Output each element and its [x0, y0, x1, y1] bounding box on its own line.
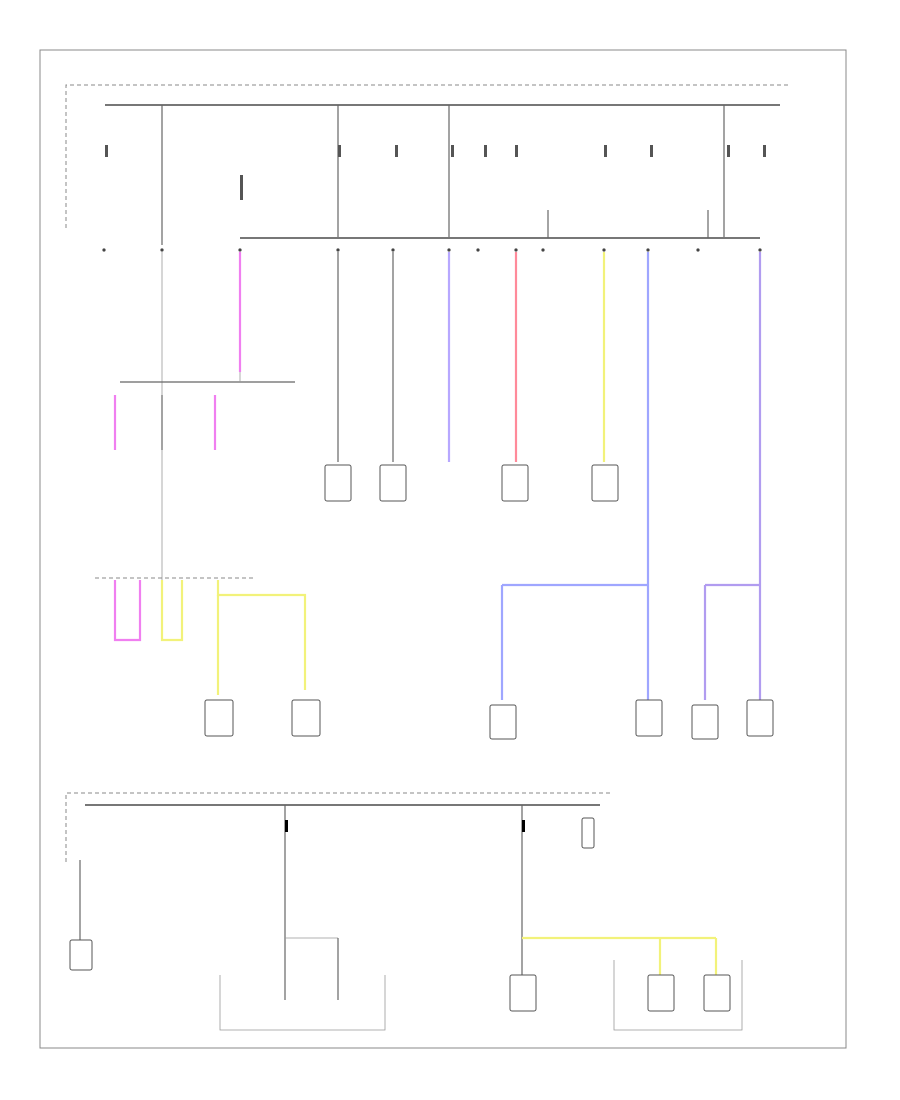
top-fuse-drops: [161, 105, 725, 245]
connector-row-top: [102, 248, 762, 252]
connector-icon: [541, 248, 545, 252]
top-fuse-box-section: [65, 84, 790, 700]
fuse-icon: [240, 175, 243, 200]
bottom-fuse-box-outline: [65, 792, 612, 862]
connector-icon: [102, 248, 106, 252]
component-box: [647, 974, 675, 1012]
connector-icon: [391, 248, 395, 252]
fuse-icon: [604, 145, 607, 157]
component-box: [501, 464, 529, 502]
component-box: [379, 464, 407, 502]
component-box: [489, 704, 517, 740]
fuse-icon: [338, 145, 341, 157]
component-box: [291, 699, 321, 737]
component-box: [509, 974, 537, 1012]
fuse-icon: [522, 820, 525, 832]
fuse-icon: [451, 145, 454, 157]
left-junction-area: [95, 372, 307, 695]
connector-icon: [160, 248, 164, 252]
component-box: [746, 699, 774, 737]
fuse-icon: [763, 145, 766, 157]
connector-icon: [476, 248, 480, 252]
component-box: [635, 699, 663, 737]
connector-icon: [447, 248, 451, 252]
connector-icon-bottom-right: [581, 817, 595, 849]
wire-yellow-branch: [216, 580, 307, 690]
fuse-icon: [484, 145, 487, 157]
wire-pink-loop: [113, 580, 142, 642]
connector-icon: [514, 248, 518, 252]
connector-icon: [696, 248, 700, 252]
component-box: [591, 464, 619, 502]
diagram-frame: [39, 49, 847, 1049]
ground-icon: [219, 975, 386, 1031]
fuse-icon: [727, 145, 730, 157]
component-box: [324, 464, 352, 502]
bottom-fuse-box-section: [65, 792, 743, 1031]
middle-right-area: [500, 583, 760, 700]
component-box: [69, 939, 93, 971]
fuse-icon: [650, 145, 653, 157]
middle-component-boxes: [204, 699, 774, 740]
connector-icon: [602, 248, 606, 252]
top-fuse-box-outline: [65, 84, 790, 228]
fuse-icon: [285, 820, 288, 832]
component-box: [691, 704, 719, 740]
component-box: [204, 699, 234, 737]
connector-icon: [238, 248, 242, 252]
fuse-icon: [395, 145, 398, 157]
fuse-icon: [105, 145, 108, 157]
connector-icon: [646, 248, 650, 252]
fuse-icon-group-top: [105, 145, 766, 200]
component-box: [703, 974, 731, 1012]
top-component-boxes: [324, 464, 619, 502]
connector-icon: [336, 248, 340, 252]
wire-yellow-loop: [160, 580, 184, 642]
fuse-icon: [515, 145, 518, 157]
connector-icon: [758, 248, 762, 252]
